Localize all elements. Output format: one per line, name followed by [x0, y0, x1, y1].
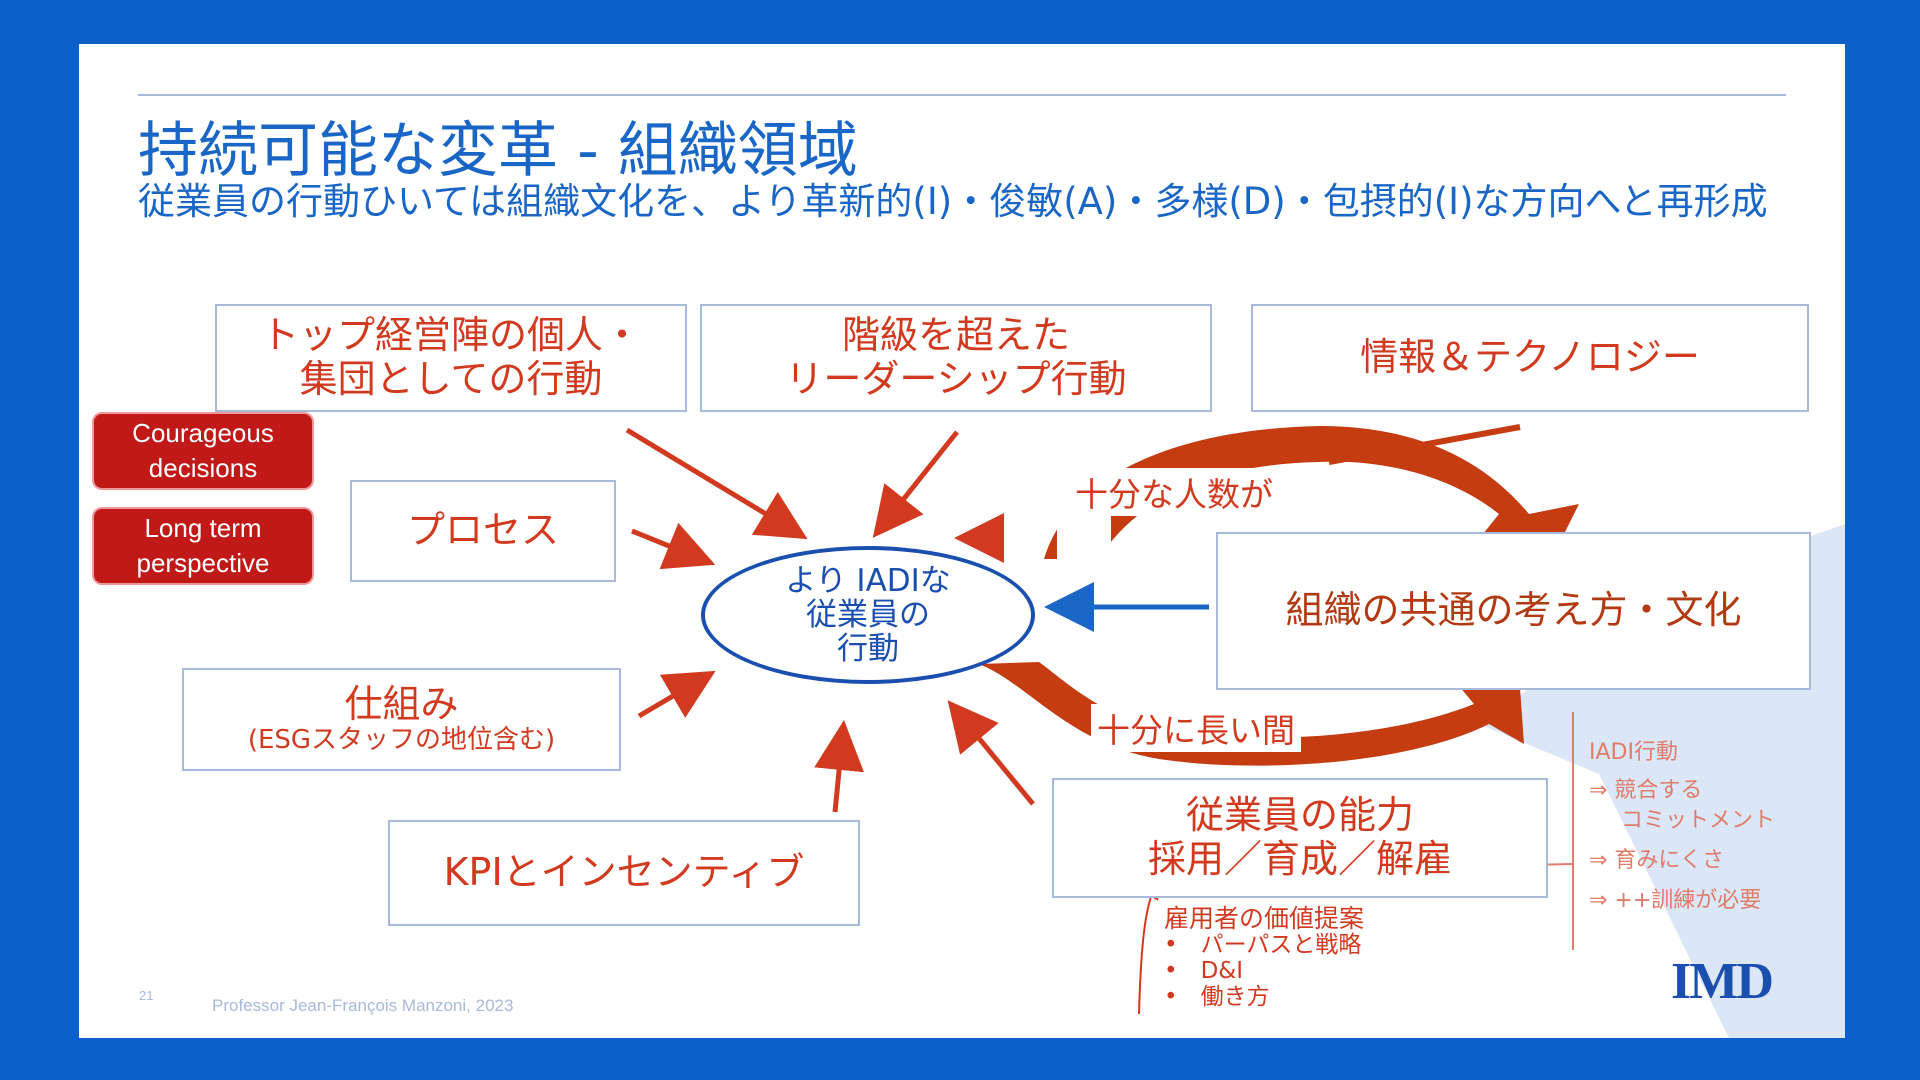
page-title: 持続可能な変革 - 組織領域: [138, 116, 858, 186]
arrow-evp-to-capability: [1138, 878, 1159, 1015]
evp-item: • D&I: [1164, 958, 1243, 984]
tag-courageous-line1: Courageous: [132, 418, 274, 448]
center-line2: 従業員の: [806, 596, 930, 633]
center-line1: より IADIな: [785, 562, 951, 599]
box-beyond-hierarchy-line1: 階級を超えた: [841, 313, 1070, 358]
box-beyond-hierarchy-line2: リーダーシップ行動: [785, 357, 1127, 401]
box-top-leaders: トップ経営陣の個人・ 集団としての行動: [215, 304, 687, 412]
tag-courageous-line2: decisions: [148, 453, 258, 483]
box-info-tech: 情報＆テクノロジー: [1251, 304, 1809, 412]
box-info-tech-line1: 情報＆テクノロジー: [1360, 335, 1700, 380]
iadi-list-item: コミットメント: [1621, 808, 1776, 833]
box-process: プロセス: [350, 480, 616, 582]
iadi-list-heading: IADI行動: [1589, 740, 1678, 765]
flow-label-bottom: 十分に長い間: [1091, 704, 1301, 752]
box-capability-line1: 従業員の能力: [1185, 793, 1414, 838]
box-kpi-line1: KPIとインセンティブ: [443, 850, 805, 895]
imd-logo: IMD: [1671, 953, 1774, 1010]
box-process-line1: プロセス: [406, 508, 559, 553]
box-capability-line2: 採用／育成／解雇: [1147, 837, 1452, 881]
iadi-list-item: ⇒ ++訓練が必要: [1589, 888, 1762, 913]
box-culture-line1: 組織の共通の考え方・文化: [1285, 588, 1742, 633]
arrow-beyond-hierarchy: [872, 430, 959, 538]
page-subtitle: 従業員の行動ひいては組織文化を、より革新的(I)・俊敏(A)・多様(D)・包摂的…: [138, 180, 1768, 223]
box-capability: 従業員の能力 採用／育成／解雇: [1052, 778, 1548, 898]
iadi-list-item: ⇒ 競合する: [1589, 778, 1703, 803]
arrow-top-leaders: [625, 427, 808, 540]
arrow-process: [631, 522, 716, 570]
slide-number: 21: [139, 988, 154, 1003]
box-top-leaders-line1: トップ経営陣の個人・: [260, 313, 641, 358]
evp-item: • パーパスと戦略: [1164, 932, 1362, 958]
box-top-leaders-line2: 集団としての行動: [299, 357, 603, 401]
box-structure: 仕組み (ESGスタッフの地位含む): [182, 668, 621, 771]
iadi-behavior-list: IADI行動 ⇒ 競合する コミットメント ⇒ 育みにくさ ⇒ ++訓練が必要: [1589, 738, 1775, 916]
footer-credit: Professor Jean-François Manzoni, 2023: [212, 996, 514, 1015]
tag-long-term-line2: perspective: [136, 548, 270, 578]
arrow-structure: [637, 670, 716, 719]
flow-label-top: 十分な人数が: [1069, 468, 1279, 516]
box-culture: 組織の共通の考え方・文化: [1216, 532, 1811, 690]
iadi-list-item: ⇒ 育みにくさ: [1589, 848, 1724, 873]
box-structure-line1: 仕組み: [344, 681, 459, 726]
info-tech-connector: [1328, 424, 1521, 465]
box-kpi: KPIとインセンティブ: [388, 820, 860, 926]
box-structure-line2: (ESGスタッフの地位含む): [247, 725, 556, 756]
employer-value-proposition: 雇用者の価値提案 • パーパスと戦略 • D&I • 働き方: [1164, 904, 1365, 1011]
slide: 持続可能な変革 - 組織領域 従業員の行動ひいては組織文化を、より革新的(I)・…: [79, 44, 1845, 1038]
arrow-kpi: [814, 720, 864, 813]
center-oval: より IADIな 従業員の 行動: [701, 546, 1035, 684]
evp-item: • 働き方: [1164, 984, 1270, 1010]
arrow-capability: [947, 700, 1035, 806]
tag-long-term-perspective: Long term perspective: [94, 509, 312, 583]
center-line3: 行動: [837, 631, 899, 668]
tag-long-term-line1: Long term: [144, 513, 262, 543]
evp-heading: 雇用者の価値提案: [1164, 904, 1365, 933]
title-rule: [138, 94, 1786, 96]
tag-courageous-decisions: Courageous decisions: [94, 414, 312, 488]
box-beyond-hierarchy: 階級を超えた リーダーシップ行動: [700, 304, 1212, 412]
